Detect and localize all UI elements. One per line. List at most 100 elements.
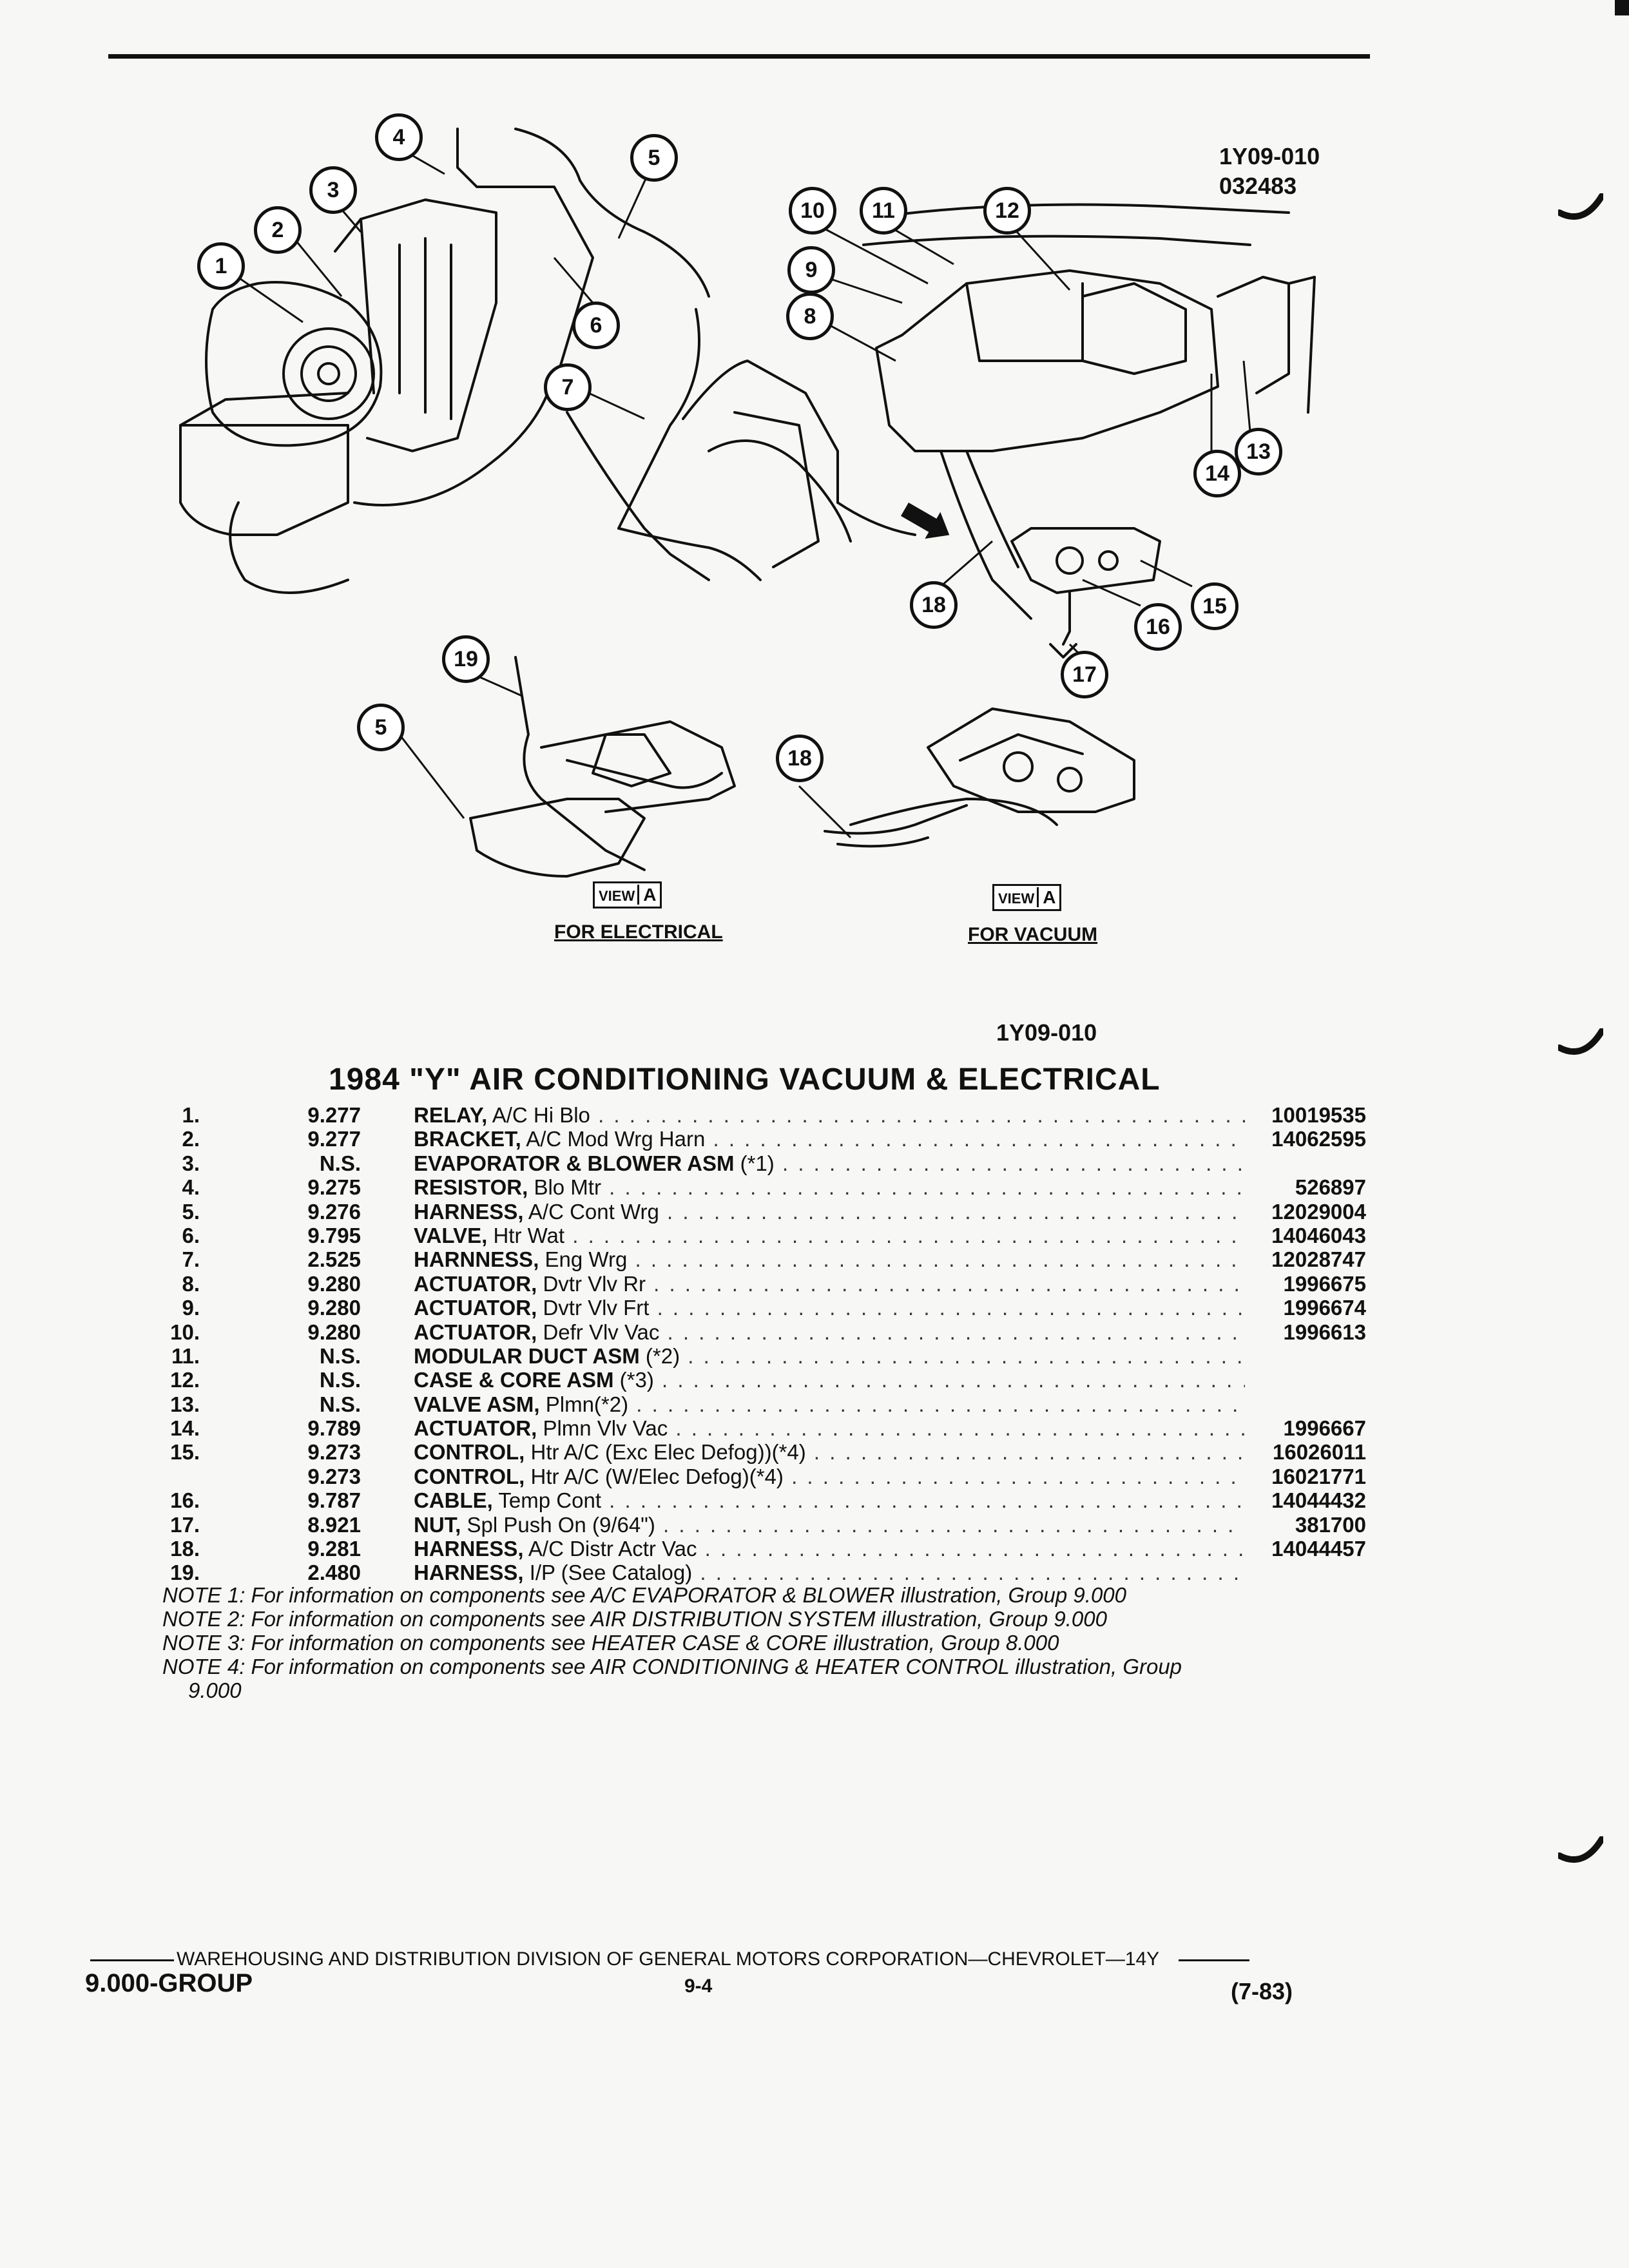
part-detail: Temp Cont [498,1488,601,1513]
item-number: 5. [182,1199,200,1224]
part-detail: Spl Push On (9/64") [467,1512,655,1537]
part-detail: A/C Distr Actr Vac [528,1537,697,1561]
callout-5: 5 [630,134,678,182]
group-number: 9.277 [307,1103,361,1127]
caption-for-vacuum: FOR VACUUM [968,924,1098,945]
leader-dots: . . . . . . . . . . . . . . . . . . . . … [572,1223,1245,1247]
callout-2: 2 [254,206,302,254]
item-number: 6. [182,1223,200,1247]
part-number: 381700 [1295,1512,1366,1537]
part-description: RELAY, A/C Hi Blo . . . . . . . . . . . … [414,1103,1245,1127]
engine-harness-drawing [617,360,916,581]
item-number: 11. [171,1343,200,1368]
part-number: 14062595 [1271,1127,1366,1151]
part-description: VALVE ASM, Plmn(*2) . . . . . . . . . . … [414,1392,1245,1416]
leader-dots: . . . . . . . . . . . . . . . . . . . . … [713,1127,1246,1151]
part-description: CONTROL, Htr A/C (W/Elec Defog)(*4) . . … [414,1465,1245,1488]
part-name: CABLE, [414,1488,493,1513]
group-number: N.S. [319,1368,361,1392]
part-detail: Htr A/C (W/Elec Defog)(*4) [530,1464,784,1488]
callout-8: 8 [786,293,834,340]
callout-9: 9 [787,246,835,294]
part-detail: Eng Wrg [545,1247,628,1272]
part-detail: Dvtr Vlv Frt [543,1296,650,1320]
figure-ref-code: 1Y09-010 [1219,143,1320,169]
part-detail: A/C Cont Wrg [528,1199,659,1224]
group-number: N.S. [319,1151,361,1175]
item-number: 10. [170,1320,200,1344]
part-number: 16021771 [1271,1464,1366,1488]
group-number: 9.280 [307,1271,361,1296]
part-name: ACTUATOR, [414,1271,537,1296]
callout-19: 19 [442,635,490,683]
callout-5-view-electrical: 5 [357,704,405,751]
part-description: HARNESS, A/C Cont Wrg . . . . . . . . . … [414,1200,1245,1224]
exploded-parts-illustration: 1 2 3 4 5 6 7 8 9 10 11 12 13 14 15 16 1… [155,90,1340,979]
part-number: 1996667 [1283,1416,1366,1441]
part-detail: Defr Vlv Vac [543,1320,660,1344]
callout-7: 7 [544,363,592,411]
callout-15: 15 [1191,582,1239,630]
part-name: MODULAR DUCT ASM [414,1343,640,1368]
item-number: 9. [182,1296,200,1320]
item-number: 13. [170,1392,200,1416]
binding-hole-mark-1 [1558,193,1603,220]
footer-group-label: 9.000-GROUP [85,1969,253,1997]
part-name: RESISTOR, [414,1175,528,1200]
item-number: 2. [182,1127,200,1151]
group-number: 9.273 [307,1440,361,1465]
part-detail: A/C Hi Blo [492,1103,590,1127]
group-number: 9.789 [307,1416,361,1441]
part-number: 526897 [1295,1175,1366,1200]
part-name: CONTROL, [414,1464,525,1488]
leader-dots: . . . . . . . . . . . . . . . . . . . . … [653,1271,1245,1296]
part-name: ACTUATOR, [414,1320,537,1344]
group-number: 9.281 [307,1537,361,1561]
part-number: 1996613 [1283,1320,1366,1344]
part-detail: Dvtr Vlv Rr [543,1271,646,1296]
part-detail: A/C Mod Wrg Harn [526,1127,706,1151]
item-number: 7. [182,1247,200,1272]
part-description: RESISTOR, Blo Mtr . . . . . . . . . . . … [414,1175,1245,1199]
footer-publisher-line: WAREHOUSING AND DISTRIBUTION DIVISION OF… [90,1948,1250,1970]
part-detail: I/P (See Catalog) [529,1561,693,1585]
part-detail: (*2) [645,1343,680,1368]
part-description: ACTUATOR, Dvtr Vlv Frt . . . . . . . . .… [414,1296,1245,1320]
parts-list-title: 1984 "Y" AIR CONDITIONING VACUUM & ELECT… [329,1062,1161,1097]
leader-dots: . . . . . . . . . . . . . . . . . . . . … [662,1368,1245,1392]
item-number: 4. [182,1175,200,1200]
part-number: 14044457 [1271,1537,1366,1561]
part-number: 10019535 [1271,1103,1366,1127]
part-detail: Blo Mtr [534,1175,601,1200]
part-name: HARNESS, [414,1199,524,1224]
part-description: VALVE, Htr Wat . . . . . . . . . . . . .… [414,1224,1245,1247]
group-number: 9.787 [307,1488,361,1513]
part-description: CABLE, Temp Cont . . . . . . . . . . . .… [414,1488,1245,1512]
callout-13: 13 [1235,428,1282,476]
leader-dots: . . . . . . . . . . . . . . . . . . . . … [609,1175,1245,1200]
callout-11: 11 [860,187,907,235]
group-number: 9.280 [307,1296,361,1320]
callout-3: 3 [309,166,357,214]
part-number: 12028747 [1271,1247,1366,1272]
part-number: 1996674 [1283,1296,1366,1320]
callout-12: 12 [983,187,1031,235]
view-letter: A [1037,887,1056,907]
part-name: CASE & CORE ASM [414,1368,614,1392]
item-number: 18. [170,1537,200,1561]
part-name: EVAPORATOR & BLOWER ASM [414,1151,735,1175]
view-a-arrow [901,503,950,539]
leader-dots: . . . . . . . . . . . . . . . . . . . . … [598,1103,1245,1127]
group-number: N.S. [319,1392,361,1416]
leader-dots: . . . . . . . . . . . . . . . . . . . . … [636,1392,1245,1416]
part-description: HARNESS, I/P (See Catalog) . . . . . . .… [414,1561,1245,1584]
callout-18: 18 [910,581,958,629]
part-description: CASE & CORE ASM (*3) . . . . . . . . . .… [414,1368,1245,1392]
part-description: NUT, Spl Push On (9/64") . . . . . . . .… [414,1513,1245,1537]
parts-list-code: 1Y09-010 [996,1019,1097,1046]
